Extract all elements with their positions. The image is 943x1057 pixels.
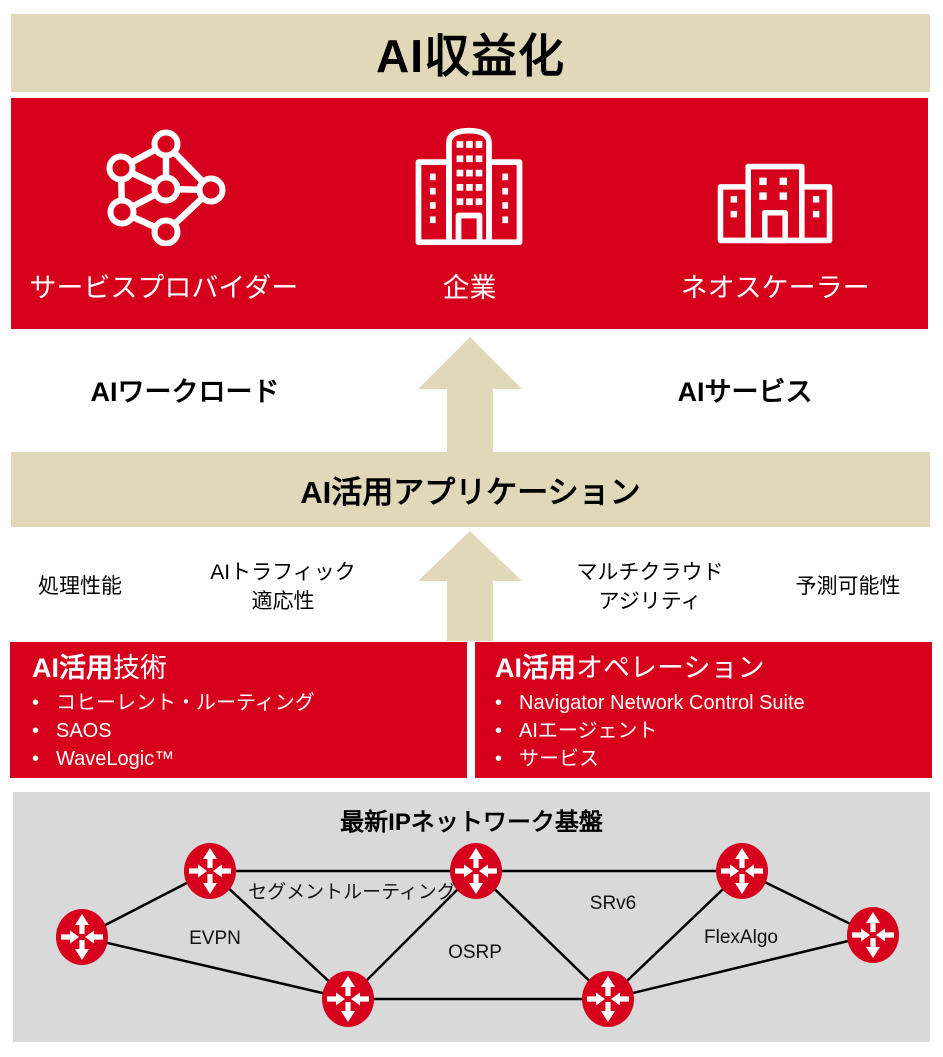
- ai-operations-bullet-list: •Navigator Network Control Suite •AIエージェ…: [495, 689, 918, 773]
- up-arrow-bottom: [418, 531, 522, 641]
- list-item: •AIエージェント: [495, 717, 918, 745]
- audience-band: サービスプロバイダー 企業: [11, 98, 928, 329]
- ip-network-panel-title: 最新IPネットワーク基盤: [340, 809, 603, 836]
- list-item: •コヒーレント・ルーティング: [32, 689, 453, 717]
- router-icon: [716, 843, 768, 899]
- bullet-dot: •: [495, 720, 503, 743]
- router-icon: [56, 909, 108, 965]
- router-icon: [184, 843, 236, 899]
- ip-network-panel: 最新IPネットワーク基盤 セグ: [13, 792, 930, 1042]
- ai-services-label: AIサービス: [677, 377, 813, 407]
- ai-workload-label: AIワークロード: [90, 377, 280, 407]
- audience-item-neoscaler: ネオスケーラー: [622, 98, 928, 329]
- up-arrow-top: [418, 337, 522, 452]
- audience-item-enterprise: 企業: [317, 98, 623, 329]
- list-item: •サービス: [495, 745, 918, 773]
- network-link: [607, 870, 743, 1000]
- router-icon: [847, 907, 899, 963]
- audience-label-neoscaler: ネオスケーラー: [680, 273, 870, 303]
- label-evpn: EVPN: [189, 928, 241, 949]
- label-osrp: OSRP: [448, 942, 502, 963]
- neural-network-icon: [101, 128, 227, 246]
- label-srv6: SRv6: [590, 893, 636, 914]
- ai-technology-box: AI活用技術 •コヒーレント・ルーティング •SAOS •WaveLogic™: [10, 642, 467, 778]
- label-segment-routing: セグメントルーティング: [248, 881, 456, 903]
- network-link: [475, 870, 609, 1000]
- network-link: [347, 870, 477, 1000]
- capability-processing-performance: 処理性能: [38, 575, 122, 598]
- monetization-banner: AI収益化: [11, 14, 930, 92]
- bullet-dot: •: [495, 692, 503, 715]
- router-icon: [450, 843, 502, 899]
- network-link: [81, 935, 349, 1001]
- label-flexalgo: FlexAlgo: [704, 927, 778, 948]
- network-diagram: セグメントルーティング SRv6 EVPN OSRP FlexAlgo: [56, 843, 899, 1027]
- ai-operations-box-title: AI活用オペレーション: [495, 653, 765, 683]
- applications-band-title: AI活用アプリケーション: [300, 475, 641, 510]
- page-title: AI収益化: [376, 30, 565, 82]
- audience-label-service-provider: サービスプロバイダー: [29, 273, 299, 303]
- ai-technology-bullet-list: •コヒーレント・ルーティング •SAOS •WaveLogic™: [32, 689, 453, 773]
- bullet-dot: •: [32, 720, 40, 743]
- list-item: •Navigator Network Control Suite: [495, 689, 918, 717]
- list-item: •SAOS: [32, 717, 453, 745]
- ai-technology-box-title: AI活用技術: [32, 653, 167, 683]
- capability-predictability: 予測可能性: [795, 575, 901, 598]
- ai-operations-box: AI活用オペレーション •Navigator Network Control S…: [475, 642, 932, 778]
- router-icon: [322, 971, 374, 1027]
- neoscaler-building-icon: [713, 161, 837, 246]
- applications-band: AI活用アプリケーション: [11, 452, 930, 527]
- router-icon: [582, 971, 634, 1027]
- bullet-dot: •: [32, 748, 40, 771]
- capability-multicloud-agility: マルチクラウドアジリティ: [576, 561, 724, 614]
- network-link: [607, 933, 874, 1001]
- bullet-dot: •: [495, 748, 503, 771]
- capability-ai-traffic-adaptability: AIトラフィック適応性: [210, 561, 356, 614]
- network-link: [209, 870, 349, 1000]
- list-item: •WaveLogic™: [32, 745, 453, 773]
- audience-label-enterprise: 企業: [442, 273, 497, 303]
- bullet-dot: •: [32, 692, 40, 715]
- enterprise-building-icon: [407, 124, 531, 246]
- audience-item-service-provider: サービスプロバイダー: [11, 98, 317, 329]
